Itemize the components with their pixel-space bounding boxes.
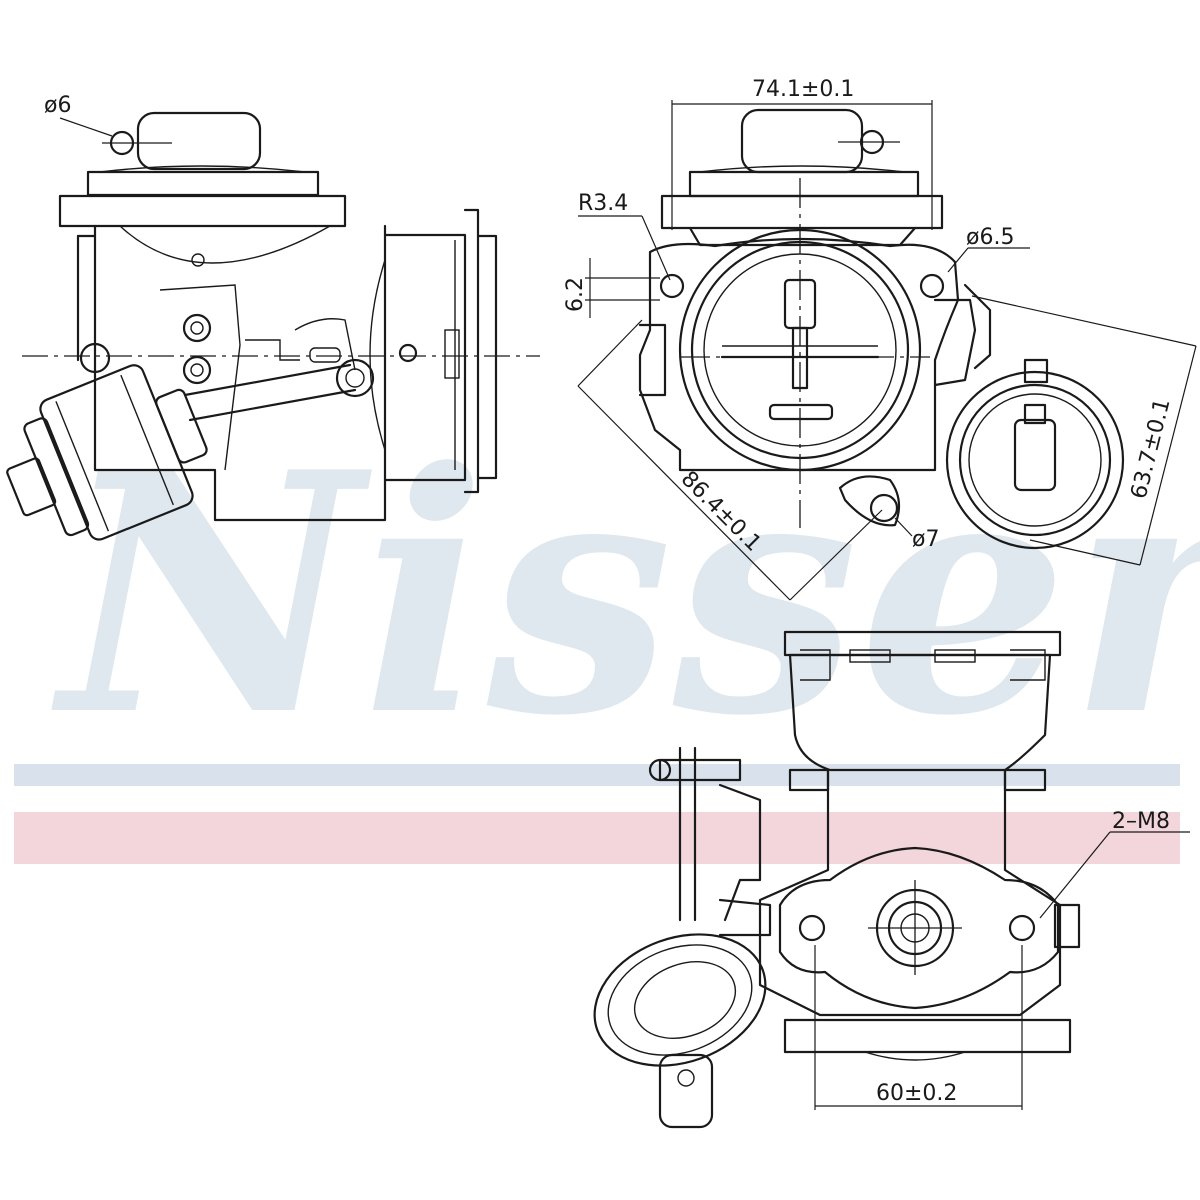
dim-phi7: ø7 <box>912 527 939 552</box>
bottom-view: 2–M8 60±0.2 <box>593 630 1190 1129</box>
dim-h62: 6.2 <box>563 277 588 312</box>
brand-watermark: Nissens <box>14 400 1200 864</box>
watermark-band-red <box>14 812 1180 864</box>
side-view: ø6 <box>6 93 540 541</box>
dim-m8: 2–M8 <box>1112 809 1170 834</box>
dim-phi65: ø6.5 <box>966 225 1014 250</box>
dim-r34: R3.4 <box>578 191 628 216</box>
dim-w60: 60±0.2 <box>876 1081 957 1106</box>
dim-phi6: ø6 <box>44 93 71 118</box>
watermark-text: Nissens <box>50 400 1200 788</box>
dim-width-741: 74.1±0.1 <box>752 77 854 102</box>
